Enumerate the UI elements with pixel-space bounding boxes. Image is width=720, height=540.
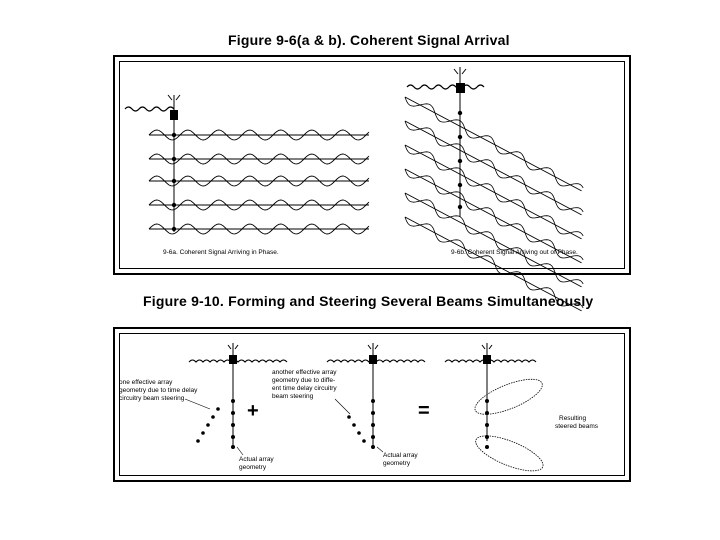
signal-wave [404, 168, 584, 261]
buoy-icon [453, 67, 467, 93]
sea-surface-wave [188, 359, 288, 363]
hydrophone-element [171, 132, 177, 138]
label-one-effective-array: one effective array geometry due to time… [119, 379, 199, 402]
wavefront-line [404, 120, 582, 216]
figure-9-10-diagram: one effective array geometry due to time… [119, 343, 599, 472]
signal-wave [404, 120, 584, 213]
hydrophone-element [457, 110, 463, 116]
hydrophone-element [371, 435, 375, 439]
hydrophone-element [231, 445, 235, 449]
hydrophone-element [457, 158, 463, 164]
signal-wave [404, 192, 584, 285]
effective-element [211, 415, 215, 419]
signal-wave [148, 199, 370, 211]
sea-surface-waves-a [124, 106, 175, 112]
effective-element [196, 439, 200, 443]
buoy-icon [167, 94, 181, 120]
wavefront-line [404, 192, 582, 288]
steered-beam-lobes [474, 378, 544, 472]
signal-wave [404, 216, 584, 309]
effective-element [347, 415, 351, 419]
figure-9-6-title: Figure 9-6(a & b). Coherent Signal Arriv… [228, 32, 510, 48]
figure-9-6-inner-border [119, 61, 625, 269]
caption-9-6a: 9-6a. Coherent Signal Arriving in Phase. [163, 249, 279, 256]
hydrophone-element [171, 156, 177, 162]
hydrophone-element [171, 202, 177, 208]
hydrophone-element [231, 411, 235, 415]
figure-9-10-inner-border [119, 333, 625, 476]
hydrophone-element [171, 178, 177, 184]
effective-element [357, 431, 361, 435]
sea-surface-waves-b [406, 84, 485, 90]
hydrophone-element [371, 411, 375, 415]
figure-9-10-title: Figure 9-10. Forming and Steering Severa… [143, 293, 594, 309]
signal-wave [148, 223, 370, 235]
label-resulting-steered-beams: Resulting steered beams [555, 415, 599, 430]
hydrophone-element [371, 399, 375, 403]
buoy-icon [481, 343, 493, 364]
effective-element [206, 423, 210, 427]
effective-array-elements-1 [196, 407, 220, 443]
hydrophone-element [371, 445, 375, 449]
effective-element [362, 439, 366, 443]
effective-element [216, 407, 220, 411]
effective-element [201, 431, 205, 435]
hydrophone-element [231, 399, 235, 403]
effective-array-elements-2 [347, 415, 366, 443]
hydrophone-element [171, 226, 177, 232]
signal-wave [148, 175, 370, 187]
label-another-effective-array: another effective array geometry due to … [272, 369, 338, 400]
wavefront-line [404, 96, 582, 192]
caption-9-6b: 9-6b. Coherent Signal Arriving out of Ph… [451, 249, 578, 256]
hydrophone-element [485, 445, 489, 449]
hydrophone-element [371, 423, 375, 427]
label-actual-array-2: Actual array geometry [383, 452, 420, 467]
hydrophone-elements-a [171, 132, 177, 232]
wavefront-line [404, 144, 582, 240]
hydrophone-element [231, 435, 235, 439]
hydrophone-element [457, 182, 463, 188]
in-phase-wavefronts [148, 129, 370, 235]
buoy-icon [227, 343, 239, 364]
wavefront-line [404, 168, 582, 264]
out-of-phase-wavefronts [404, 96, 584, 312]
hydrophone-element [485, 399, 489, 403]
signal-wave [404, 96, 584, 189]
label-actual-array-1: Actual array geometry [239, 456, 276, 471]
figure-9-6-diagram: 9-6a. Coherent Signal Arriving in Phase.… [124, 67, 584, 312]
actual-array-elements-1 [231, 399, 235, 449]
wavefront-line [404, 216, 582, 312]
plus-sign: + [247, 400, 259, 422]
actual-array-elements-2 [371, 399, 375, 449]
signal-wave [404, 144, 584, 237]
figure-9-10-panel: one effective array geometry due to time… [113, 327, 631, 482]
hydrophone-element [231, 423, 235, 427]
signal-wave [148, 129, 370, 141]
equals-sign: = [418, 400, 430, 422]
effective-element [352, 423, 356, 427]
figure-9-6-panel: 9-6a. Coherent Signal Arriving in Phase.… [113, 55, 631, 312]
hydrophone-element [457, 134, 463, 140]
buoy-icon [367, 343, 379, 364]
hydrophone-element [457, 204, 463, 210]
hydrophone-element [485, 423, 489, 427]
signal-wave [148, 153, 370, 165]
hydrophone-elements-b [457, 110, 463, 210]
